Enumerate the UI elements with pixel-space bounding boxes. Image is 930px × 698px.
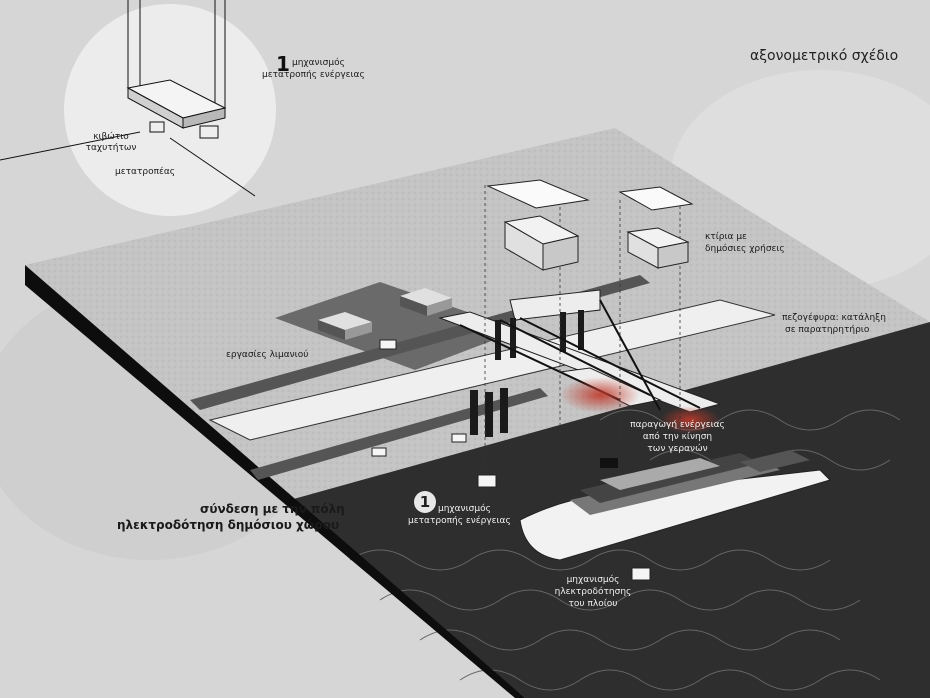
inset-label-line1: μηχανισμός	[292, 58, 345, 68]
city-label-line2: ηλεκτροδότηση δημόσιου χώρου	[117, 518, 340, 532]
pier-deck	[208, 299, 776, 441]
crane-towers	[470, 310, 584, 437]
city-label-line1: σύνδεση με την πόλη	[200, 502, 345, 516]
ship-label-line1: μηχανισμός	[566, 575, 620, 585]
inset-label-line2: μετατροπής ενέργειας	[262, 70, 365, 80]
buildings-label-line1: κτίρια με	[705, 232, 747, 242]
converter-label: μετατροπέας	[115, 167, 176, 177]
port-ops-label: εργασίες λιμανιού	[226, 350, 309, 360]
footbridge-label-line2: σε παρατηρητήριο	[785, 325, 870, 335]
ship-label-line2: ηλεκτροδότησης	[554, 587, 632, 597]
energy-label-line3: των γερανών	[647, 444, 708, 454]
energy-glow-2	[660, 406, 720, 434]
energy-label-line2: από την κίνηση	[642, 432, 713, 442]
gearbox-label-line1: κιβώτιο	[93, 132, 129, 142]
page-title: αξονομετρικό σχέδιο	[750, 48, 899, 64]
vehicles	[371, 339, 651, 581]
port-yard	[275, 282, 520, 370]
platform-edge	[25, 265, 525, 698]
gearbox-label-line2: ταχυτήτων	[85, 143, 137, 153]
crane-block	[600, 458, 618, 468]
inset-mechanism	[0, 0, 256, 197]
inset-number: 1	[276, 52, 290, 76]
container-ship	[519, 450, 831, 561]
ship-label-line3: του πλοίου	[568, 599, 618, 609]
mech-label-line2: μετατροπής ενέργειας	[408, 516, 511, 526]
yard-containers	[318, 288, 452, 340]
energy-label-line1: παραγωγή ενέργειας	[630, 420, 725, 430]
buildings-label-line2: δημόσιες χρήσεις	[705, 244, 785, 254]
water-waves	[349, 409, 901, 691]
public-buildings	[486, 179, 694, 271]
mech-number-badge: 1	[414, 491, 436, 513]
energy-glow	[560, 377, 640, 413]
footbridge-label-line1: πεζογέφυρα: κατάληξη	[782, 313, 886, 323]
mech-label-line1: μηχανισμός	[438, 504, 491, 514]
